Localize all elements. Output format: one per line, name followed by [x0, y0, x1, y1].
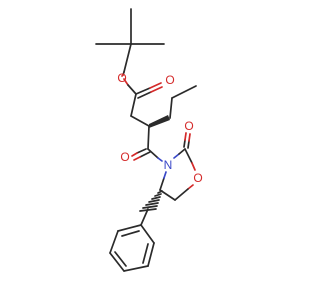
ring-oxygen-label: O: [193, 171, 202, 185]
acyl-carbonyl-oxygen-label: O: [120, 150, 129, 164]
ester-ether-oxygen-label: O: [117, 71, 126, 85]
tert-butyl-group: [95, 8, 165, 73]
ester-group: [121, 71, 163, 127]
molecule-structure: O O O N O O: [95, 8, 203, 272]
phenyl-ring: [109, 224, 155, 272]
atom-labels: O O O N O O: [117, 71, 202, 185]
acyl-carbonyl: [131, 125, 163, 162]
ester-carbonyl-oxygen-label: O: [165, 73, 174, 87]
oxazolidinone-carbonyl-oxygen-label: O: [184, 119, 193, 133]
stereo-hash-bond: [139, 190, 163, 212]
ring-nitrogen-label: N: [164, 158, 173, 172]
stereo-wedge-bond: [149, 115, 170, 128]
propyl-group: [149, 85, 197, 128]
benzyl-group: [139, 190, 163, 226]
